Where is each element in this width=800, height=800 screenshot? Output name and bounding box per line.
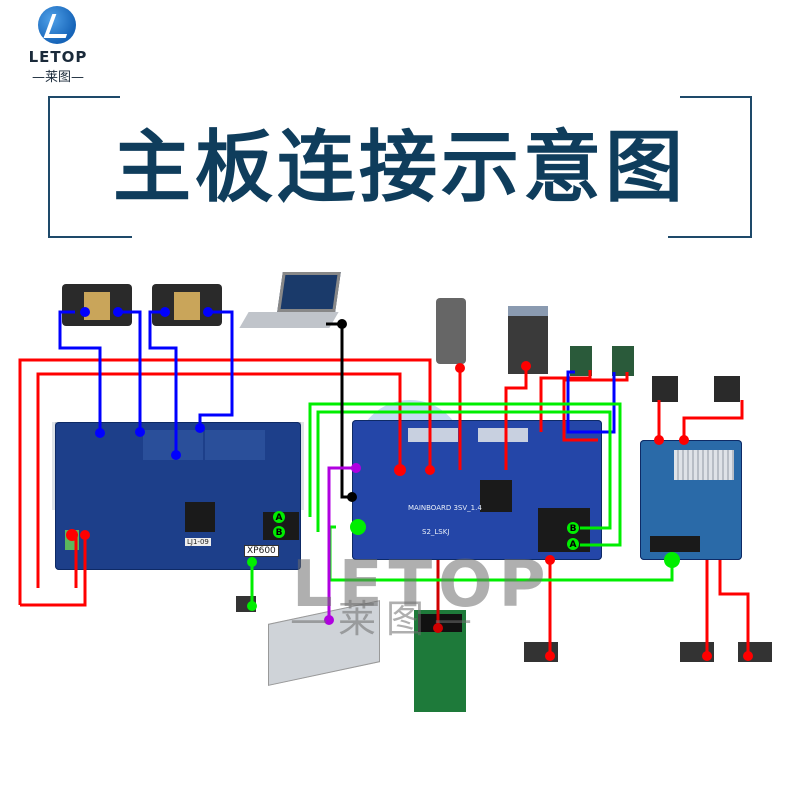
watermark-text: LETOP: [292, 548, 552, 622]
ink-pump-1: [570, 346, 592, 376]
fpga-chip: [185, 502, 215, 532]
main-board: MAINBOARD 3SV_1.4 S2_LSKJ: [352, 420, 602, 560]
watermark-sub: —莱图—: [290, 597, 483, 641]
small-stepper-2: [714, 376, 740, 402]
title-frame: 主板连接示意图: [48, 96, 752, 242]
head-cable-4: [198, 310, 234, 428]
head-board-sticker: LJ1-09: [185, 538, 211, 546]
head-board-label: XP600: [244, 545, 279, 557]
head-connector-block-2: [205, 430, 265, 460]
port-label-a-head: A: [276, 513, 283, 523]
db25-port-1: [408, 428, 458, 442]
small-stepper-1: [652, 376, 678, 402]
main-board-sublabel: S2_LSKJ: [422, 528, 450, 536]
pump-blue-wire: [566, 370, 616, 434]
frame-corner-bottom-left: [48, 236, 132, 238]
frame-corner-top-right: [680, 96, 752, 238]
driver-heatsink: [674, 450, 734, 480]
pump-wire-2: [562, 372, 629, 442]
main-cpu-chip: [480, 480, 512, 512]
logo-brand-text: LETOP: [28, 48, 88, 66]
fiber-a: [308, 402, 622, 547]
psu-wire: [327, 466, 356, 620]
servo-motor: [436, 298, 466, 364]
power-wire-2: [36, 372, 402, 588]
letop-logo: LETOP —莱图—: [8, 4, 118, 86]
printhead-2: [152, 284, 222, 326]
stepper-wire: [504, 366, 528, 470]
head-cable-1: [58, 310, 102, 433]
driver-ribbon-connector: [650, 536, 700, 552]
page-title: 主板连接示意图: [112, 123, 687, 213]
frame-corner-top-left: [48, 96, 120, 238]
logo-sub-text: —莱图—: [31, 70, 84, 85]
port-label-b-head: B: [276, 528, 283, 538]
fiber-b: [316, 410, 612, 532]
head-cable-2: [118, 310, 142, 432]
head-cable-3: [148, 310, 178, 455]
main-board-label: MAINBOARD 3SV_1.4: [408, 504, 482, 512]
db25-port-2: [478, 428, 528, 442]
motor-driver-board: [640, 440, 742, 560]
frame-corner-bottom-right: [668, 236, 752, 238]
sensor-wire-3: [718, 560, 750, 656]
ink-pump-2: [612, 346, 634, 376]
port-label-b-main: B: [570, 524, 577, 534]
power-wire-1: [18, 358, 432, 605]
port-label-a-main: A: [570, 540, 577, 550]
logo-globe-icon: [38, 6, 76, 44]
